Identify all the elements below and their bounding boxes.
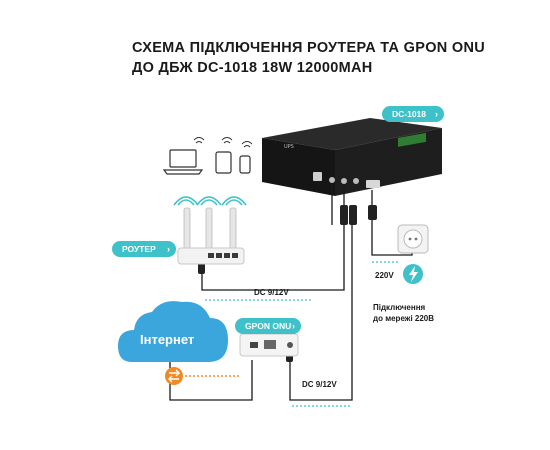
router-tag: РОУТЕР ›: [112, 241, 176, 257]
ups-lan-port: [366, 180, 380, 188]
ups-dc-port-3: [353, 178, 359, 184]
wifi-icon: [193, 137, 253, 148]
dc-onu-label: DC 9/12V: [302, 380, 337, 389]
ups-dc-port-1: [329, 177, 335, 183]
internet-cloud: [118, 301, 228, 362]
voltage-label: 220V: [375, 271, 394, 280]
chevron-right-icon: ›: [292, 321, 295, 331]
router-tag-label: РОУТЕР: [122, 244, 156, 254]
page-title: СХЕМА ПІДКЛЮЧЕННЯ РОУТЕРА ТА GPON ONU ДО…: [132, 38, 485, 78]
ups-tag: DC-1018 ›: [382, 106, 444, 122]
laptop-icon: [162, 149, 204, 175]
title-line-2: ДО ДБЖ DC-1018 18W 12000MAH: [132, 60, 373, 76]
mains-note-line-2: до мережі 220В: [373, 314, 435, 323]
ups-logo: UPS: [284, 144, 294, 150]
router-wifi-waves: [173, 196, 247, 206]
onu-tag: GPON ONU ›: [235, 318, 301, 334]
dc-router-label: DC 9/12V: [254, 288, 289, 297]
ups-device: UPS: [262, 118, 442, 196]
title-line-1: СХЕМА ПІДКЛЮЧЕННЯ РОУТЕРА ТА GPON ONU: [132, 40, 485, 56]
mains-note-line-1: Підключення: [373, 303, 426, 312]
accent-lines: [205, 261, 400, 407]
ups-dc-port-2: [341, 178, 347, 184]
tablet-icon: [215, 151, 232, 174]
mains-connection-note: Підключення до мережі 220В: [373, 302, 434, 324]
cloud-label: Інтернет: [140, 332, 195, 347]
ups-usb-port: [313, 172, 322, 181]
ups-tag-label: DC-1018: [392, 109, 427, 119]
chevron-right-icon: ›: [167, 244, 170, 254]
phone-icon: [239, 155, 251, 174]
ups-display: [398, 132, 426, 147]
onu-tag-label: GPON ONU: [245, 321, 292, 331]
router-device: [173, 196, 247, 265]
chevron-right-icon: ›: [435, 109, 438, 119]
power-outlet-icon: [397, 224, 429, 254]
exchange-arrows-icon: [165, 367, 183, 385]
onu-device: [239, 333, 299, 357]
lightning-icon: [403, 264, 423, 284]
